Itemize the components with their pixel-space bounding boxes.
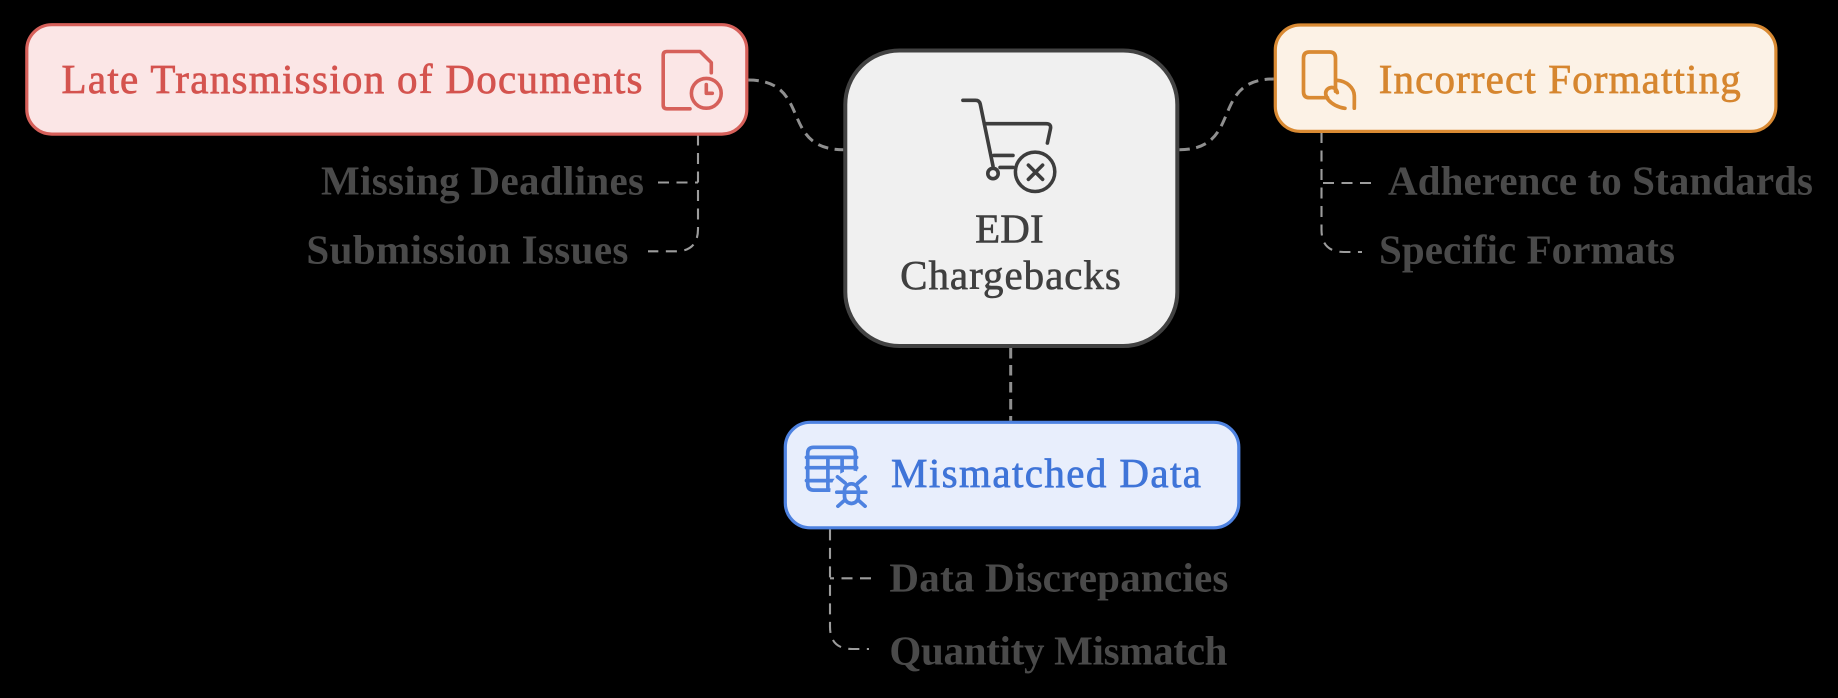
svg-text:Data Discrepancies: Data Discrepancies [889,555,1228,601]
svg-text:Quantity Mismatch: Quantity Mismatch [889,628,1227,674]
svg-text:Submission Issues: Submission Issues [306,227,628,273]
svg-text:Specific Formats: Specific Formats [1379,227,1675,273]
svg-text:EDI: EDI [975,206,1044,252]
svg-text:Incorrect Formatting: Incorrect Formatting [1379,56,1741,102]
svg-text:Missing Deadlines: Missing Deadlines [321,157,644,203]
svg-text:Adherence to Standards: Adherence to Standards [1388,157,1813,203]
svg-text:Mismatched Data: Mismatched Data [891,450,1201,496]
svg-text:Chargebacks: Chargebacks [900,252,1121,298]
svg-text:Late Transmission of Documents: Late Transmission of Documents [62,56,643,102]
